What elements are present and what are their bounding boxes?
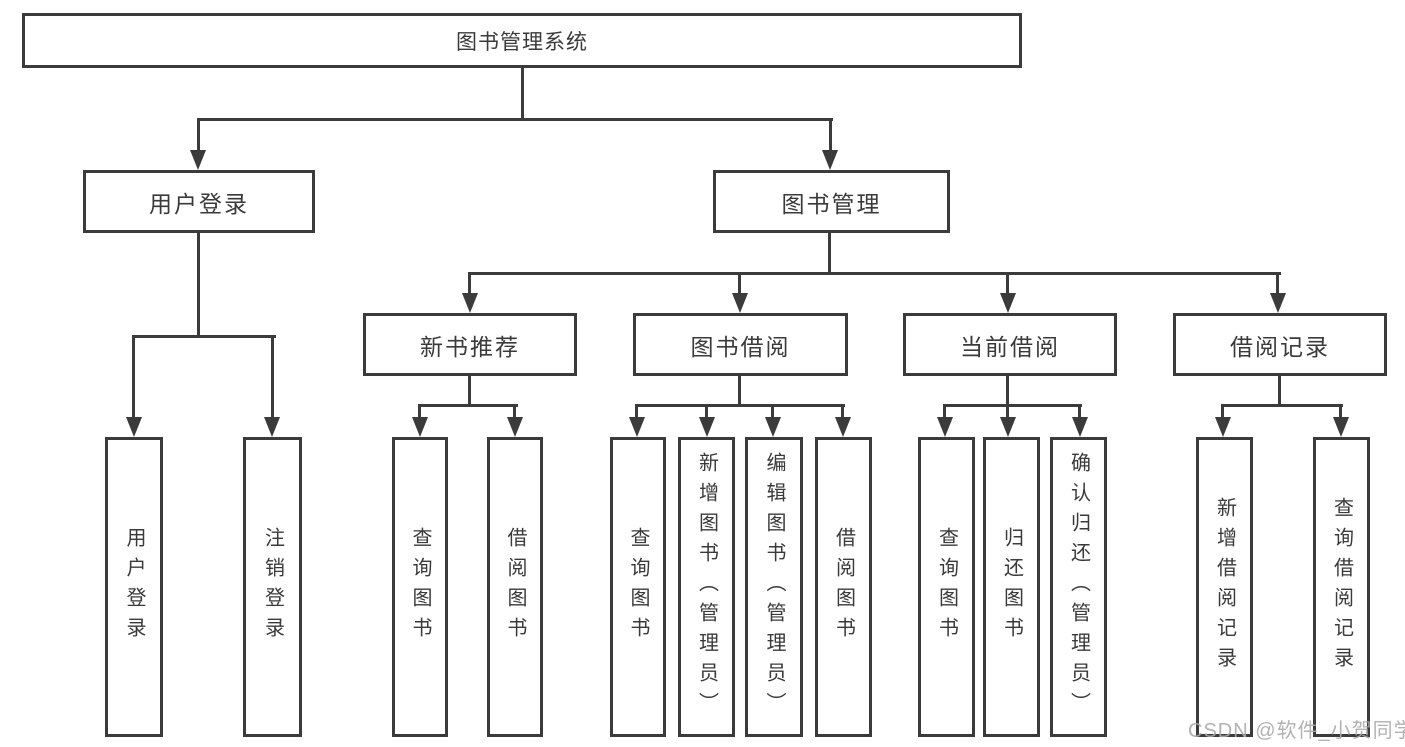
leaf-br-add-record: 新增借阅记录 bbox=[1196, 437, 1253, 737]
connector-to-cb-confirm bbox=[1078, 407, 1081, 419]
arrowhead-cb-return-icon bbox=[1000, 417, 1016, 437]
node-book-management-label: 图书管理 bbox=[781, 190, 882, 217]
connector-to-leaf-logout bbox=[271, 338, 274, 419]
leaf-nbr-query-books-label: 查询图书 bbox=[409, 527, 431, 647]
connector-to-bb-edit bbox=[771, 407, 774, 419]
watermark: CSDN @软件_小贺同学 bbox=[1188, 720, 1405, 742]
leaf-nbr-borrow-books: 借阅图书 bbox=[487, 437, 543, 737]
connector-bb-rail bbox=[635, 404, 845, 407]
leaf-bb-add-books-admin-label: 新增图书（管理员） bbox=[695, 452, 718, 722]
connector-user-login-rail bbox=[132, 335, 276, 338]
node-book-borrow: 图书借阅 bbox=[633, 313, 848, 376]
leaf-logout: 注销登录 bbox=[243, 437, 302, 737]
connector-to-cb-return bbox=[1006, 407, 1009, 419]
leaf-cb-return-books-label: 归还图书 bbox=[1000, 527, 1023, 647]
arrowhead-user-login-icon bbox=[190, 150, 206, 170]
leaf-br-add-record-label: 新增借阅记录 bbox=[1213, 497, 1236, 677]
connector-cb-rail bbox=[943, 404, 1082, 407]
leaf-user-login-label: 用户登录 bbox=[123, 527, 145, 647]
leaf-logout-label: 注销登录 bbox=[261, 527, 284, 647]
node-book-management: 图书管理 bbox=[713, 170, 950, 233]
arrowhead-bb-query-icon bbox=[629, 417, 645, 437]
arrowhead-new-book-recommend-icon bbox=[462, 293, 478, 313]
connector-to-leaf-user-login bbox=[132, 338, 135, 419]
arrowhead-book-borrow-icon bbox=[732, 293, 748, 313]
node-new-book-recommend-label: 新书推荐 bbox=[420, 333, 520, 360]
arrowhead-bb-borrow-icon bbox=[835, 417, 851, 437]
leaf-cb-confirm-return-admin: 确认归还（管理员） bbox=[1050, 437, 1107, 737]
connector-to-nbr-borrow bbox=[513, 407, 516, 419]
leaf-cb-return-books: 归还图书 bbox=[983, 437, 1040, 737]
connector-book-management-rail bbox=[468, 272, 1281, 275]
arrowhead-leaf-user-login-icon bbox=[126, 417, 142, 437]
leaf-bb-borrow-books-label: 借阅图书 bbox=[832, 527, 855, 647]
leaf-bb-edit-books-admin-label: 编辑图书（管理员） bbox=[763, 452, 785, 722]
arrowhead-bb-edit-icon bbox=[765, 417, 781, 437]
leaf-nbr-query-books: 查询图书 bbox=[392, 437, 448, 737]
arrowhead-book-management-icon bbox=[822, 150, 838, 170]
leaf-nbr-borrow-books-label: 借阅图书 bbox=[504, 527, 526, 647]
node-book-borrow-label: 图书借阅 bbox=[690, 333, 791, 360]
connector-nbr-rail bbox=[418, 404, 518, 407]
connector-cb-stem bbox=[1006, 376, 1009, 407]
connector-to-current-borrow bbox=[1006, 275, 1009, 293]
arrowhead-nbr-query-icon bbox=[412, 417, 428, 437]
leaf-cb-confirm-return-admin-label: 确认归还（管理员） bbox=[1067, 452, 1090, 722]
leaf-br-query-record: 查询借阅记录 bbox=[1313, 437, 1370, 737]
node-borrow-records-label: 借阅记录 bbox=[1230, 333, 1330, 360]
arrowhead-cb-confirm-icon bbox=[1072, 417, 1088, 437]
arrowhead-borrow-records-icon bbox=[1270, 293, 1286, 313]
node-root-label: 图书管理系统 bbox=[456, 30, 588, 54]
connector-root-rail bbox=[197, 118, 833, 121]
leaf-bb-add-books-admin: 新增图书（管理员） bbox=[678, 437, 735, 737]
node-user-login-label: 用户登录 bbox=[149, 190, 249, 217]
connector-to-bb-add bbox=[705, 407, 708, 419]
connector-book-management-stem bbox=[828, 233, 831, 275]
leaf-cb-query-books-label: 查询图书 bbox=[935, 527, 958, 647]
node-root: 图书管理系统 bbox=[22, 13, 1022, 68]
node-current-borrow: 当前借阅 bbox=[903, 313, 1117, 376]
connector-root-to-user-login bbox=[197, 121, 200, 152]
leaf-br-query-record-label: 查询借阅记录 bbox=[1330, 497, 1353, 677]
connector-to-cb-query bbox=[943, 407, 946, 419]
connector-nbr-stem bbox=[468, 376, 471, 407]
connector-root-to-book-management bbox=[829, 121, 832, 152]
connector-to-book-borrow bbox=[738, 275, 741, 293]
connector-to-bb-borrow bbox=[841, 407, 844, 419]
connector-to-bb-query bbox=[635, 407, 638, 419]
arrowhead-current-borrow-icon bbox=[1000, 293, 1016, 313]
connector-to-br-query bbox=[1339, 407, 1342, 419]
arrowhead-br-query-icon bbox=[1333, 417, 1349, 437]
connector-to-borrow-records bbox=[1276, 275, 1279, 293]
connector-br-rail bbox=[1221, 404, 1343, 407]
node-borrow-records: 借阅记录 bbox=[1173, 313, 1387, 376]
arrowhead-leaf-logout-icon bbox=[264, 417, 280, 437]
node-current-borrow-label: 当前借阅 bbox=[960, 333, 1060, 360]
connector-bb-stem bbox=[738, 376, 741, 407]
connector-to-nbr-query bbox=[418, 407, 421, 419]
connector-to-new-book-recommend bbox=[468, 275, 471, 293]
leaf-bb-query-books-label: 查询图书 bbox=[627, 527, 649, 647]
connector-br-stem bbox=[1278, 376, 1281, 407]
arrowhead-cb-query-icon bbox=[937, 417, 953, 437]
connector-root-stem bbox=[521, 68, 524, 121]
arrowhead-nbr-borrow-icon bbox=[507, 417, 523, 437]
connector-to-br-add bbox=[1221, 407, 1224, 419]
arrowhead-bb-add-icon bbox=[699, 417, 715, 437]
leaf-cb-query-books: 查询图书 bbox=[918, 437, 975, 737]
leaf-user-login: 用户登录 bbox=[105, 437, 163, 737]
node-new-book-recommend: 新书推荐 bbox=[363, 313, 577, 376]
node-user-login: 用户登录 bbox=[83, 170, 315, 233]
connector-user-login-stem bbox=[197, 233, 200, 337]
arrowhead-br-add-icon bbox=[1215, 417, 1231, 437]
leaf-bb-borrow-books: 借阅图书 bbox=[815, 437, 872, 737]
leaf-bb-edit-books-admin: 编辑图书（管理员） bbox=[745, 437, 803, 737]
leaf-bb-query-books: 查询图书 bbox=[610, 437, 666, 737]
